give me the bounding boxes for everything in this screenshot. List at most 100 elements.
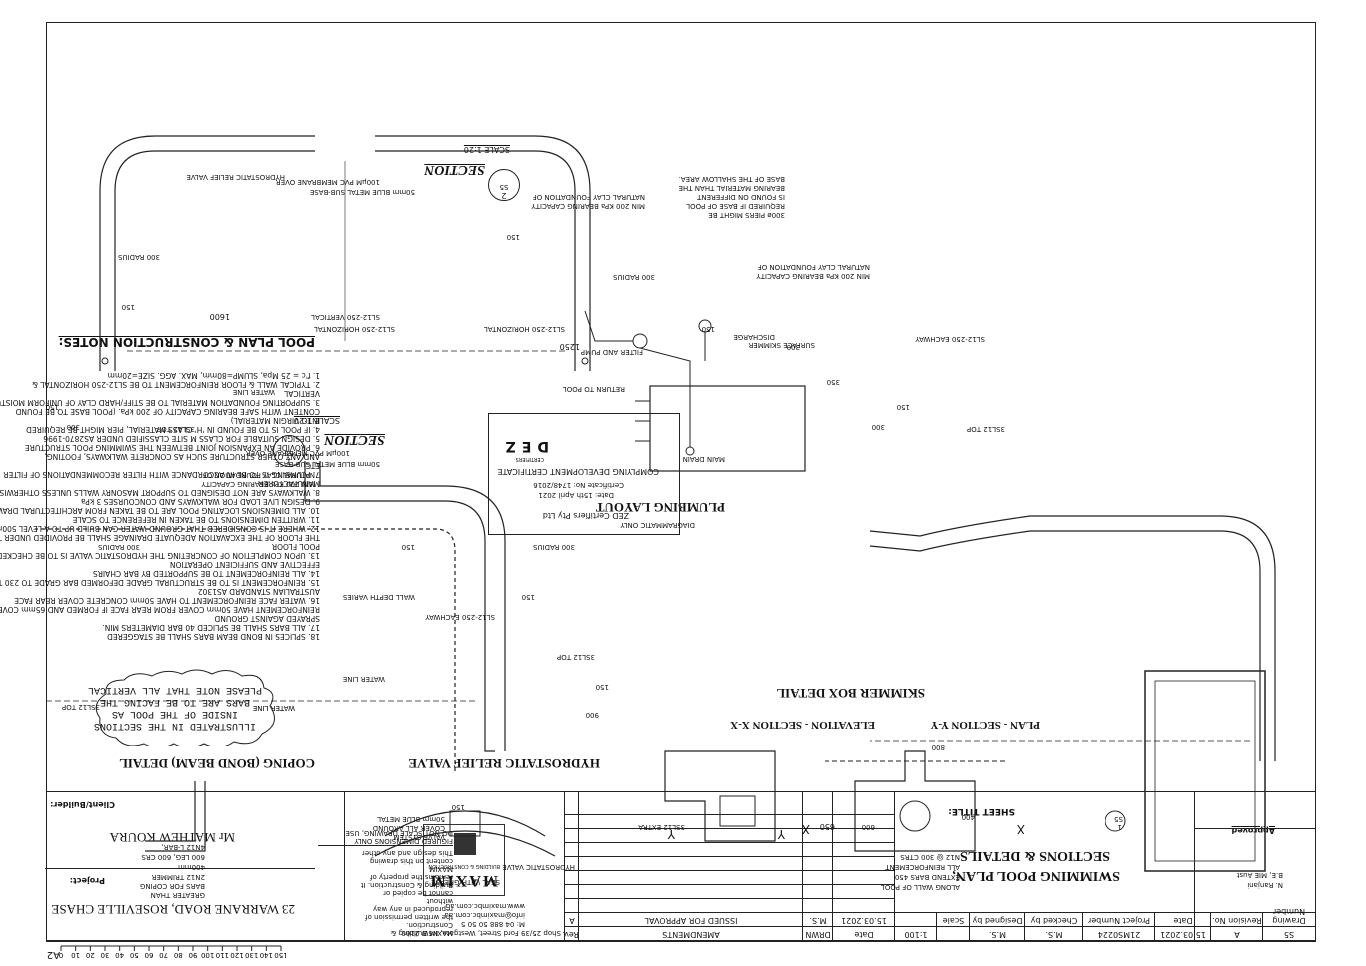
- skimmer-elev-drawing: [664, 750, 776, 842]
- info-v-project: 21MS0224: [1097, 930, 1141, 939]
- coping-l3: 400mm: [178, 863, 205, 871]
- company-email: info@maximbc.com.au: [444, 911, 525, 919]
- hydro-title: HYDROSTATIC RELIEF VALVE: [408, 756, 600, 771]
- info-h-date: Date: [1173, 916, 1193, 925]
- scale-tick-label: 70: [159, 951, 168, 959]
- plan-bubble-num: 1: [1117, 823, 1122, 831]
- skimmer-d400: 400: [961, 813, 975, 821]
- pool-outline: [649, 385, 806, 472]
- pool-plan-drawing: [1105, 670, 1266, 872]
- section-1-drawing: [99, 135, 591, 371]
- copyright-line-6: reproduced in any way without: [372, 897, 453, 913]
- hydro-blue1: 50mm BLUE METAL: [377, 815, 445, 823]
- s2-top: 3SL12 TOP: [157, 425, 195, 433]
- section-2-drawing: WATER LINE: [35, 461, 506, 771]
- section1-title: SECTION: [324, 431, 385, 451]
- copyright-line-7: the written permission of: [365, 913, 453, 921]
- cloud-note-outline: [95, 669, 275, 746]
- s2-d150e: 150: [896, 403, 910, 411]
- scale-bar: 0102030405060708090100110120130140150: [59, 945, 286, 959]
- s1-top-b: 3SL12 TOP: [557, 653, 595, 661]
- s1-radius-b: 300 RADIUS: [533, 543, 575, 551]
- cert-issuer: ZED Certifiers Pty Ltd: [542, 511, 629, 520]
- info-h-scale: Scale: [942, 916, 965, 925]
- main-drain-icon: [685, 446, 695, 456]
- s2-top2: 3SL12 TOP: [967, 425, 1005, 433]
- construction-note: INTO VIRGIN MATERIAL): [230, 416, 320, 425]
- copyright-line-8: MAXIM Building & Construction.: [390, 921, 453, 937]
- skimmer-x-left: X: [1016, 822, 1025, 836]
- scale-tick-label: 20: [86, 951, 95, 959]
- plumbing-discharge: DISCHARGE: [733, 333, 775, 341]
- drawing-frame: Approved N. Ranjani B.E, MIE Aust SHEET …: [0, 22, 1316, 942]
- s2-d300a: 300: [66, 423, 80, 431]
- hydro-blue2: COVER ALL AROUND: [372, 824, 445, 832]
- scale-tick-label: 110: [216, 951, 229, 959]
- s2-nat2b: MIN 200 KPa BEARING CAPACITY: [756, 272, 870, 280]
- s2-piers5: BASE OF THE SHALLOW AREA.: [678, 175, 785, 183]
- rev-row-date: 15.03.2021: [841, 916, 887, 925]
- plumbing-skimmer: SURFACE SKIMMER: [748, 341, 815, 349]
- s2-d300c: 300: [786, 343, 800, 351]
- s2-nat2a: NATURAL CLAY FOUNDATION OF: [757, 263, 870, 271]
- certificate-stamp: DEZ CERTIFIERS COMPLYING DEVELOPMENT CER…: [488, 413, 680, 535]
- s1-nat2: MIN 200 KPa BEARING CAPACITY: [201, 480, 315, 488]
- skimmer-y-right: Y: [667, 827, 675, 841]
- info-row: Drawing Number Revision No. Date Project…: [895, 907, 1315, 941]
- cert-logo: DEZ: [500, 438, 549, 454]
- scale-tick-label: 80: [174, 951, 183, 959]
- project-address: 23 WARRANE ROAD, ROSEVILLE CHASE: [51, 902, 295, 917]
- filter-icon: [632, 333, 648, 349]
- scale-tick-label: 30: [101, 951, 110, 959]
- s2-piers1: 300ø PIERS MIGHT BE: [708, 211, 785, 219]
- construction-note: 2. TYPICAL WALL & FLOOR REINFORCEMENT TO…: [32, 380, 320, 389]
- info-v-drawing: S5: [1283, 930, 1295, 939]
- plumbing-layout-drawing: [584, 310, 806, 472]
- info-v-revision: A: [1234, 930, 1240, 939]
- rev-row-rev: A: [569, 916, 575, 925]
- rev-h-date: Date: [854, 930, 874, 939]
- s1-d150c: 150: [595, 683, 609, 691]
- cert-logo-sub: CERTIFIERS: [515, 456, 544, 462]
- cert-logo-d: D: [531, 438, 549, 454]
- scale-tick-label: 150: [274, 951, 286, 959]
- skimmer-d600: 600: [861, 823, 875, 831]
- cert-title: COMPLYING DEVELOPMENT CERTIFICATE: [497, 467, 659, 476]
- construction-note: VERTICAL: [284, 389, 320, 398]
- skimmer-n12: N12 @ 300 CTRS: [900, 853, 960, 861]
- skimmer-extra: 3SL12 EXTRA: [638, 823, 685, 831]
- s2-d150b: 150: [45, 403, 59, 411]
- plan-bubble-sheet: S5: [1114, 815, 1123, 823]
- scale-tick-label: 60: [145, 951, 154, 959]
- s2-d300b: 300: [871, 423, 885, 431]
- s1-membrane1: 100μM PVC MEMBRANE OVER: [245, 449, 350, 457]
- info-v-date: 15.03.2021: [1160, 930, 1206, 939]
- skimmer-extend: EXTEND BARS 450: [894, 873, 960, 881]
- rev-h-amend: AMENDMENTS: [662, 930, 720, 939]
- s2-d350: 350: [826, 378, 840, 386]
- skimmer-title: SKIMMER BOX DETAIL: [776, 686, 925, 701]
- construction-note: 3. SUPPORTING FOUNDATION MATERIAL TO BE …: [0, 398, 320, 407]
- s1-sl12-each: SL12-250 EACHWAY: [425, 613, 495, 621]
- s2-d150d: 150: [701, 325, 715, 333]
- section1-title-text: SECTION: [324, 432, 385, 447]
- info-h-designed: Designed by: [972, 916, 1023, 925]
- coping-l6: GREATER THAN: [150, 891, 205, 899]
- scale-tick-label: 140: [260, 951, 273, 959]
- coping-l5: BARS FOR COPING: [139, 882, 205, 890]
- skimmer-all-reinf: ALL REINFORCEMENT: [885, 863, 960, 871]
- copyright-line-5: cannot be copied or: [383, 889, 453, 897]
- cert-date: Date: 15th April 2021: [538, 491, 614, 499]
- s2-sl12-each: SL12-250 EACHWAY: [915, 335, 985, 343]
- info-v-scale: 1:100: [904, 930, 928, 939]
- cert-number: Certificate No: 1748/2016: [533, 481, 624, 489]
- cert-logo-e: E: [515, 438, 532, 454]
- hydro-valve: HYDROSTATIC VALVE: [502, 863, 575, 871]
- coping-l2: 600 LEG, 600 CRS: [141, 853, 205, 861]
- scale-tick-label: 10: [71, 951, 80, 959]
- hydro-blue3: VALVE SYSTEM: [393, 833, 445, 841]
- plumbing-main-drain: MAIN DRAIN: [682, 455, 725, 463]
- skimmer-y-left: Y: [777, 827, 785, 841]
- info-h-project: Project Number: [1087, 916, 1151, 925]
